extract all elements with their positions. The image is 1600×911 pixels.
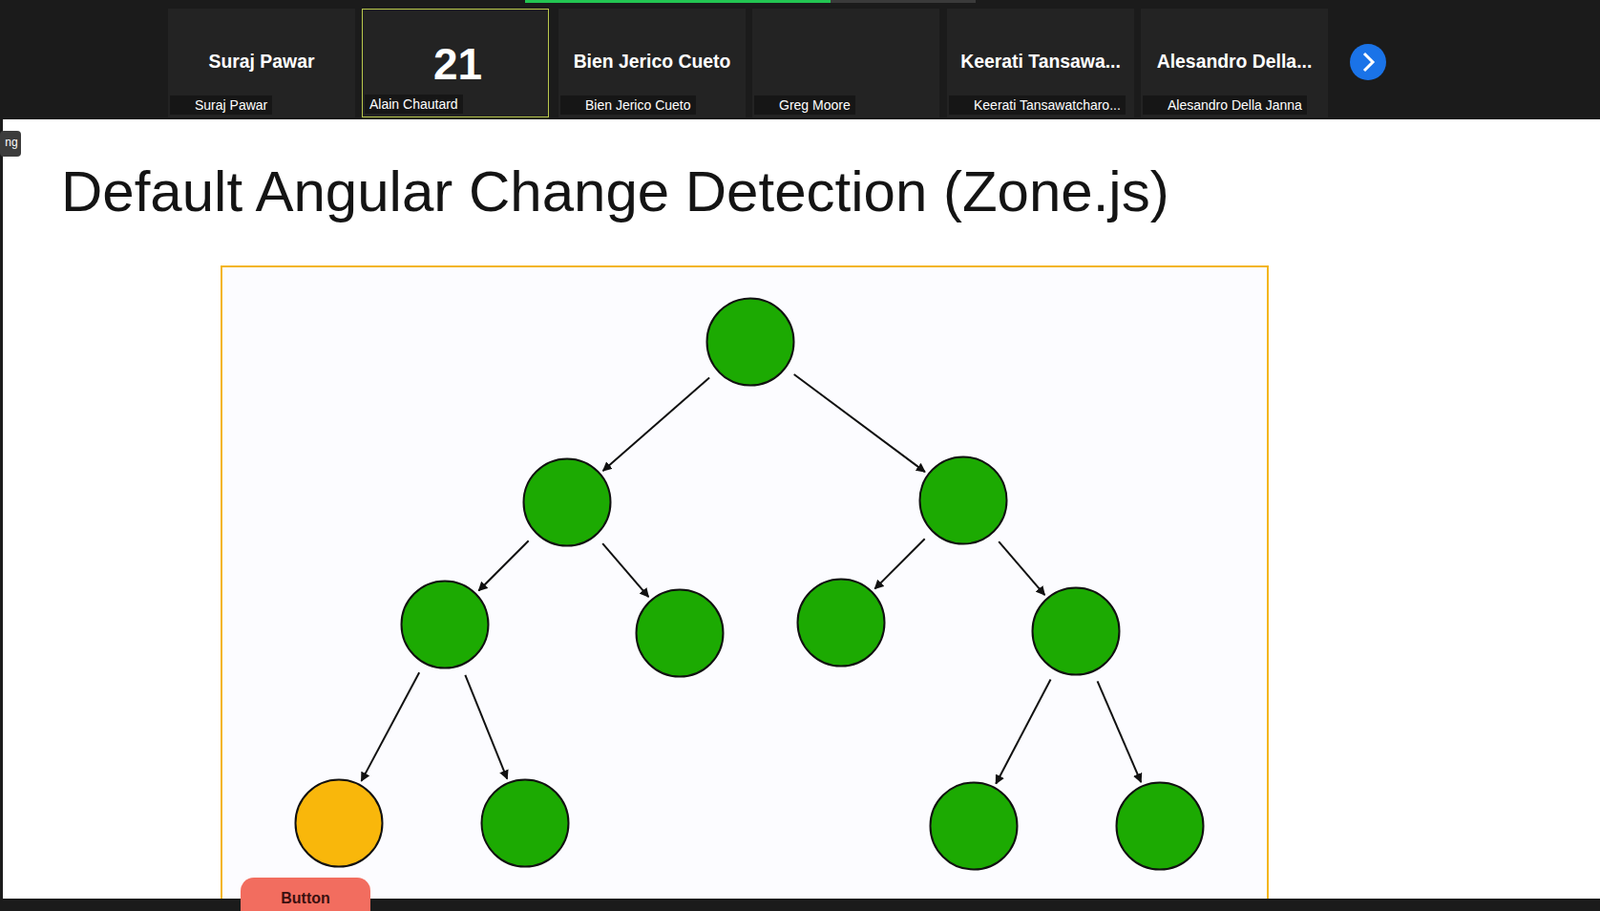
name-label: Alain Chautard	[364, 94, 464, 114]
component-node	[400, 579, 490, 670]
component-node	[705, 296, 796, 387]
circle-outline	[1116, 782, 1204, 870]
shield-number: 21	[410, 38, 506, 90]
participant-tile: Suraj PawarSuraj Pawar	[168, 8, 356, 118]
circle-shape	[918, 455, 1009, 546]
circle-outline	[524, 459, 611, 547]
component-node	[634, 588, 725, 678]
component-node	[918, 455, 1009, 546]
circle-shape	[522, 457, 612, 548]
button: Button	[240, 877, 371, 911]
component-node	[522, 457, 612, 548]
circle-shape	[480, 778, 570, 868]
arrow-connector	[603, 378, 710, 472]
participant-tile: Alesandro Della... Alesandro Della Janna	[1140, 8, 1328, 118]
component-node	[294, 778, 384, 868]
slide-edge	[0, 119, 3, 899]
arrow-connector	[464, 674, 507, 779]
circle-shape	[928, 780, 1019, 871]
name-label: Bien Jerico Cueto	[560, 95, 696, 115]
component-node	[480, 778, 570, 868]
circle-shape	[400, 579, 490, 670]
name-label: Alesandro Della Janna	[1142, 95, 1307, 115]
circle-outline	[798, 579, 885, 667]
status-bar	[525, 0, 831, 3]
diagram-frame	[221, 266, 1268, 911]
participant-tile: Greg Moore	[752, 8, 940, 118]
circle-outline	[482, 779, 569, 867]
component-node	[1115, 780, 1205, 871]
circle-outline	[401, 581, 489, 669]
circle-outline	[1032, 588, 1120, 675]
circle-outline	[707, 298, 795, 386]
circle-outline	[930, 782, 1018, 870]
participant-name: Alesandro Della...	[1140, 50, 1328, 73]
name-label: Suraj Pawar	[169, 95, 273, 115]
participant-name: Keerati Tansawa...	[947, 50, 1135, 73]
participant-bar	[0, 0, 1600, 120]
button-label: Button	[240, 877, 371, 907]
status-bar	[830, 0, 976, 3]
arrow-connector	[995, 678, 1051, 783]
participant-name: Suraj Pawar	[168, 50, 356, 73]
circle-shape	[634, 588, 725, 678]
component-node	[928, 780, 1019, 871]
arrow-connector	[478, 540, 528, 590]
arrow-connector	[1097, 680, 1142, 782]
participant-tile: Keerati Tansawa... Keerati Tansawatcharo.…	[947, 8, 1135, 118]
component-node	[1031, 586, 1121, 676]
arrow-connector	[998, 541, 1045, 595]
arrow-connector	[794, 374, 926, 472]
circle-shape	[1031, 586, 1121, 676]
arrow-connector	[874, 538, 925, 589]
arrow-connector	[361, 672, 421, 781]
circle-shape	[796, 577, 886, 668]
tab-label: ng	[1, 135, 22, 149]
name-label: Keerati Tansawatcharo...	[948, 95, 1126, 115]
slide-title: Default Angular Change Detection (Zone.j…	[61, 158, 1170, 225]
arrow-connector	[602, 543, 649, 597]
name-label: Greg Moore	[754, 95, 856, 115]
circle-outline	[295, 779, 383, 867]
circle-outline	[636, 589, 724, 677]
next-button	[1349, 43, 1387, 81]
circle-shape	[294, 778, 384, 868]
circle-outline	[920, 457, 1008, 545]
participant-tile: Bien Jerico CuetoBien Jerico Cueto	[558, 8, 746, 118]
participant-name: Bien Jerico Cueto	[558, 50, 746, 73]
circle-shape	[705, 296, 796, 387]
component-node	[796, 577, 886, 668]
circle-shape	[1115, 780, 1205, 871]
tab	[0, 130, 22, 157]
